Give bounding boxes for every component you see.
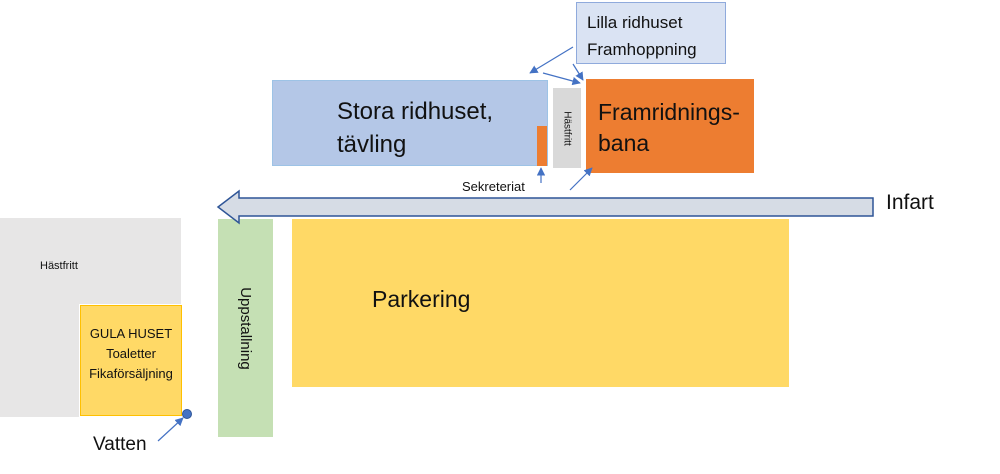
uppstallning-label: Uppstallning (237, 286, 254, 370)
hastfritt-strip-label: Hästfritt (561, 110, 573, 146)
pointer-arrow-lilla-ridhuset (572, 63, 584, 81)
toaletter-label: Toaletter (106, 345, 156, 361)
framridningsbana-area: Framridnings- bana (586, 79, 754, 173)
parkering-label: Parkering (372, 286, 471, 312)
gula-huset-label: GULA HUSET (89, 325, 173, 341)
pointer-arrow-vatten (157, 417, 184, 442)
sekreteriat-marker (537, 126, 547, 166)
framhoppning-label: Framhoppning (587, 40, 697, 59)
vatten-label: Vatten (93, 434, 147, 455)
lilla-ridhuset-box: Lilla ridhuset Framhoppning (576, 2, 726, 64)
stora-ridhuset-area: Stora ridhuset, tävling (272, 80, 548, 166)
uppstallning-area: Uppstallning (218, 219, 273, 437)
vatten-dot (182, 409, 192, 419)
infart-label: Infart (886, 191, 934, 214)
pointer-arrow-to-lilla-ridhuset (542, 72, 581, 86)
lilla-ridhuset-label: Lilla ridhuset (587, 13, 683, 32)
hastfritt-area-lower (0, 303, 79, 417)
hastfritt-area (0, 218, 181, 304)
sekreteriat-label: Sekreteriat (462, 179, 525, 194)
bilvag-label: Bilväg (797, 197, 833, 212)
parkering-area: Parkering (292, 219, 789, 387)
hastfritt-area-label: Hästfritt (40, 260, 78, 272)
stora-ridhuset-label: Stora ridhuset, (337, 98, 494, 125)
pointer-arrow-to-stora-ridhuset (529, 46, 574, 74)
hastfritt-strip: Hästfritt (553, 88, 581, 168)
fikaforsaljning-label: Fikaförsäljning (89, 365, 173, 381)
framridningsbana-label: Framridnings- (598, 99, 740, 125)
gula-huset-box: GULA HUSET Toaletter Fikaförsäljning (80, 305, 182, 416)
tavling-label: tävling (337, 131, 407, 158)
bana-label: bana (598, 130, 650, 156)
